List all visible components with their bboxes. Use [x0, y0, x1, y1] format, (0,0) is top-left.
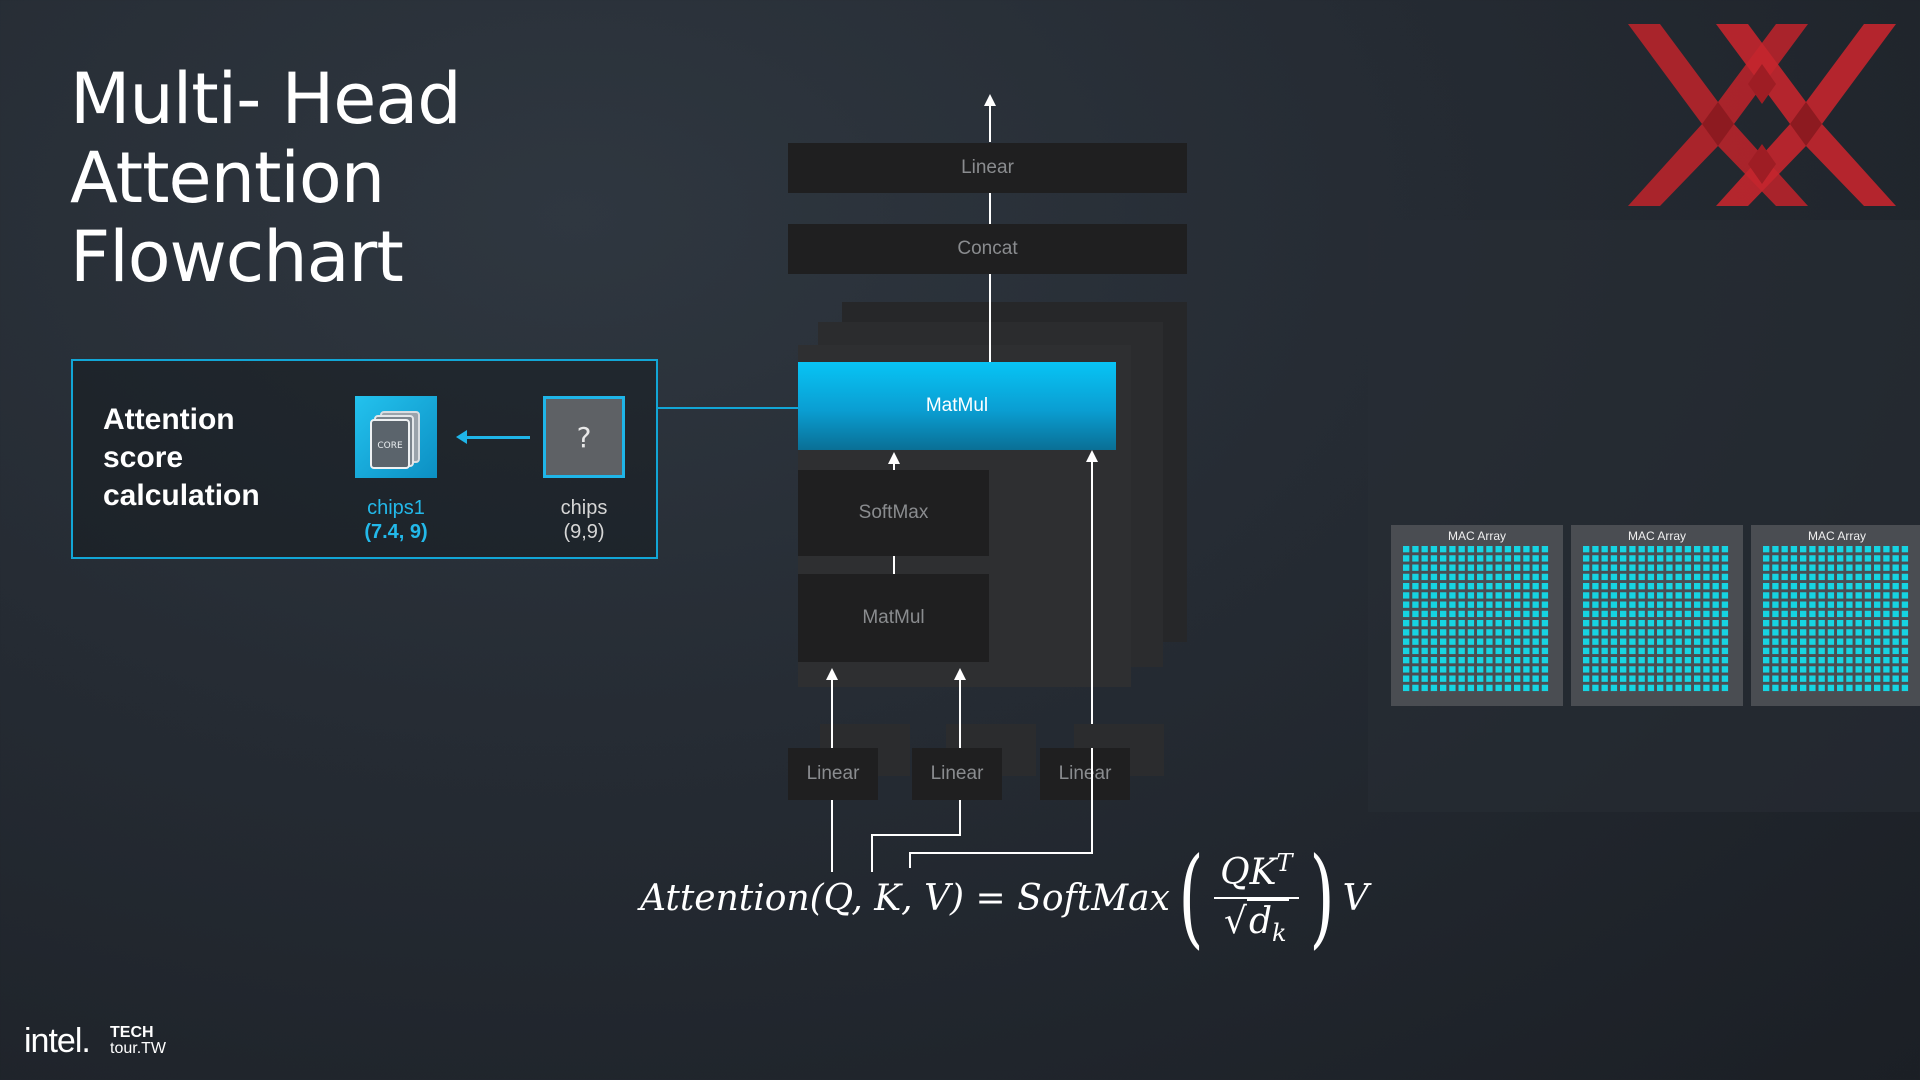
intel-logo: intel. [24, 1022, 91, 1060]
formula-lhs: Attention(Q, K, V) = SoftMax [640, 877, 1170, 919]
v-input-line-a [1091, 748, 1093, 854]
title-line-1: Multi- Head [70, 58, 462, 140]
v-input-line-c [909, 852, 911, 868]
chip1-coord: (7.4, 9) [364, 521, 428, 543]
mac-array-2: MAC Array [1571, 525, 1743, 706]
v-arrow-head [1086, 450, 1098, 462]
v-input-line-b [909, 852, 1093, 854]
attention-formula: Attention(Q, K, V) = SoftMax ( QKT √dk )… [640, 838, 1369, 958]
formula-rhs: V [1342, 877, 1369, 919]
mac-array-3: MAC Array [1751, 525, 1920, 706]
chip1-label: chips1 (7.4, 9) [336, 496, 456, 544]
mac-array-2-title: MAC Array [1627, 529, 1686, 543]
k-arrow-line [959, 676, 961, 748]
softmax-block: SoftMax [798, 470, 989, 556]
core-chip-icon: CORE [355, 396, 437, 478]
title-line-3: Flowchart [70, 216, 404, 298]
mac-array-1-title: MAC Array [1447, 529, 1506, 543]
k-input-line-a [959, 800, 961, 836]
core-logo-text: CORE [377, 441, 403, 451]
linear-top-block: Linear [788, 143, 1187, 193]
linear-v-block: Linear [1040, 748, 1130, 800]
fraction-bar [1214, 896, 1299, 899]
slide-title: Multi- Head Attention Flowchart [70, 60, 570, 297]
panel-title-line-2: score [103, 441, 184, 474]
k-arrow-head [954, 668, 966, 680]
mac-array-3-grid [1763, 546, 1911, 694]
q-input-line [831, 800, 833, 872]
formula-left-paren: ( [1178, 835, 1204, 960]
matmul-to-concat-line [989, 274, 991, 362]
concat-to-linear-line [989, 193, 991, 224]
matmul-bottom-block: MatMul [798, 574, 989, 662]
mac-array-1-grid [1403, 546, 1551, 694]
techtour-tech: TECH [110, 1024, 154, 1041]
right-background-panel [1368, 220, 1920, 812]
chip2-name: chips [560, 497, 608, 519]
concat-block: Concat [788, 224, 1187, 274]
v-path-line [1091, 458, 1093, 748]
mac-array-2-grid [1583, 546, 1731, 694]
arrow-left-icon [456, 430, 530, 444]
panel-title: Attention score calculation [103, 401, 303, 515]
xx-logo-icon [1628, 24, 1896, 206]
q-arrow-head [826, 668, 838, 680]
formula-fraction: QKT √dk [1214, 848, 1299, 948]
techtour-tour: tour.TW [110, 1040, 167, 1057]
mac-array-3-title: MAC Array [1807, 529, 1866, 543]
panel-title-line-3: calculation [103, 479, 260, 512]
chip2-label: chips (9,9) [524, 496, 644, 544]
title-line-2: Attention [70, 137, 385, 219]
chip2-coord: (9,9) [563, 521, 605, 543]
linear-q-block: Linear [788, 748, 878, 800]
formula-denominator: √dk [1224, 898, 1289, 948]
chip1-name: chips1 [367, 497, 425, 519]
matmul-to-softmax-line [893, 556, 895, 574]
matmul-top-block: MatMul [798, 362, 1116, 450]
attention-score-panel: Attention score calculation CORE ? chips… [71, 359, 658, 559]
panel-connector-line [658, 407, 798, 409]
formula-right-paren: ) [1308, 835, 1335, 960]
output-arrow-head [984, 94, 996, 106]
formula-numerator: QKT [1220, 848, 1293, 893]
unknown-chip-box: ? [543, 396, 625, 478]
k-input-line-c [871, 834, 873, 872]
softmax-to-matmul-line [893, 458, 895, 470]
panel-title-line-1: Attention [103, 403, 235, 436]
question-mark: ? [576, 420, 592, 454]
output-arrow-line [989, 100, 991, 142]
k-input-line-b [871, 834, 961, 836]
techtour-logo: TECH tour.TW [110, 1025, 166, 1057]
q-arrow-line [831, 676, 833, 748]
mac-array-1: MAC Array [1391, 525, 1563, 706]
linear-k-block: Linear [912, 748, 1002, 800]
